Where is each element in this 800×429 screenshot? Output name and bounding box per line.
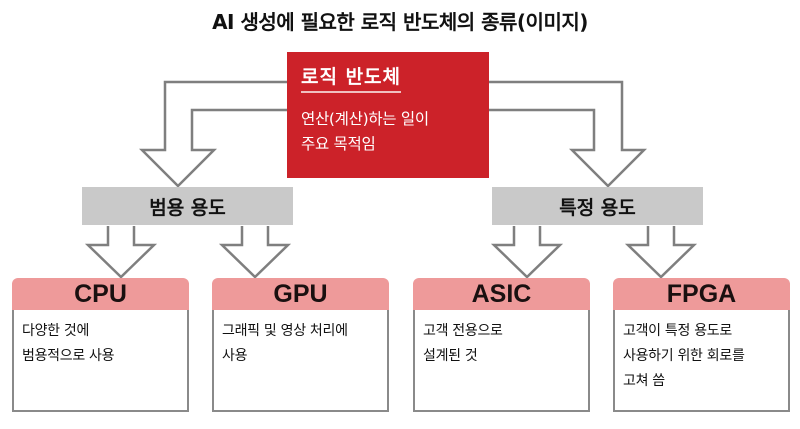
card-gpu-title: GPU xyxy=(212,278,389,310)
card-line: 그래픽 및 영상 처리에 xyxy=(222,323,348,339)
arrow-specific-to-fpga xyxy=(624,226,698,279)
root-node-title: 로직 반도체 xyxy=(301,62,402,93)
card-fpga-description: 고객이 특정 용도로 사용하기 위한 회로를 고쳐 씀 xyxy=(613,310,790,412)
card-asic-title: ASIC xyxy=(413,278,590,310)
card-gpu-description: 그래픽 및 영상 처리에 사용 xyxy=(212,310,389,412)
card-line: 범용적으로 사용 xyxy=(22,348,115,364)
arrow-general-to-cpu xyxy=(84,226,158,279)
arrow-root-to-general xyxy=(138,80,287,188)
card-cpu: CPU 다양한 것에 범용적으로 사용 xyxy=(12,278,189,412)
arrow-root-to-specific xyxy=(489,80,648,188)
root-desc-line: 연산(계산)하는 일이 xyxy=(301,110,429,128)
card-line: 고객 전용으로 xyxy=(423,323,503,339)
root-node-logic-semiconductor: 로직 반도체 연산(계산)하는 일이 주요 목적임 xyxy=(287,52,489,178)
card-asic-description: 고객 전용으로 설계된 것 xyxy=(413,310,590,412)
card-gpu: GPU 그래픽 및 영상 처리에 사용 xyxy=(212,278,389,412)
card-fpga: FPGA 고객이 특정 용도로 사용하기 위한 회로를 고쳐 씀 xyxy=(613,278,790,412)
card-line: 설계된 것 xyxy=(423,348,478,364)
card-asic: ASIC 고객 전용으로 설계된 것 xyxy=(413,278,590,412)
category-general-purpose: 범용 용도 xyxy=(82,187,293,225)
category-specific-purpose: 특정 용도 xyxy=(492,187,703,225)
card-cpu-description: 다양한 것에 범용적으로 사용 xyxy=(12,310,189,412)
arrow-specific-to-asic xyxy=(490,226,564,279)
root-desc-line: 주요 목적임 xyxy=(301,135,376,153)
card-fpga-title: FPGA xyxy=(613,278,790,310)
arrow-general-to-gpu xyxy=(218,226,292,279)
diagram-title: AI 생성에 필요한 로직 반도체의 종류(이미지) xyxy=(212,10,588,34)
card-line: 사용 xyxy=(222,348,248,364)
root-node-description: 연산(계산)하는 일이 주요 목적임 xyxy=(301,107,489,157)
card-line: 고객이 특정 용도로 xyxy=(623,323,732,339)
card-cpu-title: CPU xyxy=(12,278,189,310)
card-line: 사용하기 위한 회로를 xyxy=(623,348,745,364)
card-line: 다양한 것에 xyxy=(22,323,90,339)
card-line: 고쳐 씀 xyxy=(623,373,665,389)
